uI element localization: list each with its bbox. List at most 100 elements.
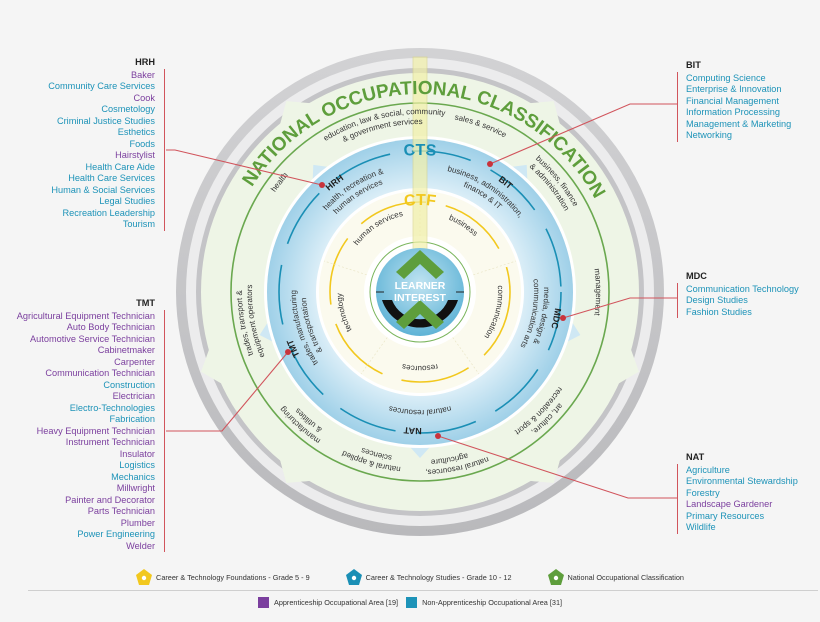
legend-apprenticeship: Apprenticeship Occupational Area [19] xyxy=(257,597,399,608)
occupation-item[interactable]: Financial Management xyxy=(686,95,779,106)
callout-bit xyxy=(489,103,677,165)
occupation-item[interactable]: Esthetics xyxy=(117,127,155,137)
list-title: TMT xyxy=(136,298,155,308)
center-label-line2: INTEREST xyxy=(394,292,447,304)
occupation-item[interactable]: Baker xyxy=(130,69,155,80)
list-title: NAT xyxy=(686,452,705,462)
program-legend: Career & Technology Foundations - Grade … xyxy=(0,569,820,585)
occupation-item[interactable]: Landscape Gardener xyxy=(686,499,773,509)
occupation-item[interactable]: Cosmetology xyxy=(101,104,155,114)
occupation-item[interactable]: Fabrication xyxy=(109,414,155,424)
cts-nat-code: NAT xyxy=(403,425,422,436)
occupation-item[interactable]: Cook xyxy=(133,92,155,103)
cts-nat: natural resources xyxy=(388,404,453,417)
occupation-item[interactable]: Primary Resources xyxy=(686,510,765,521)
list-bracket xyxy=(677,283,678,318)
list-bracket xyxy=(677,72,678,142)
occupation-item[interactable]: Fashion Studies xyxy=(686,306,752,317)
occupation-item[interactable]: Wildlife xyxy=(686,522,716,532)
occupation-item[interactable]: Cabinetmaker xyxy=(97,345,155,355)
occupation-item[interactable]: Management & Marketing xyxy=(686,118,792,129)
occupation-item[interactable]: Human & Social Services xyxy=(51,184,155,195)
yellow-pentagon-icon xyxy=(136,569,153,585)
cts-title: CTS xyxy=(403,142,437,160)
occupation-item[interactable]: Parts Technician xyxy=(87,506,155,516)
legend-ctf: Career & Technology Foundations - Grade … xyxy=(136,569,310,585)
occupation-item[interactable]: Electro-Technologies xyxy=(69,402,155,413)
legend-divider xyxy=(28,590,818,591)
list-title: MDC xyxy=(686,271,707,281)
ctf-resources: resources xyxy=(401,362,439,373)
list-bracket xyxy=(164,310,165,552)
occupation-item[interactable]: Welder xyxy=(126,540,155,551)
blue-swatch xyxy=(406,597,418,608)
pointer-triangle xyxy=(201,348,223,385)
occupation-item[interactable]: Community Care Services xyxy=(48,81,155,91)
occupation-item[interactable]: Plumber xyxy=(120,517,155,528)
occupation-item[interactable]: Auto Body Technician xyxy=(66,322,155,332)
occupation-item[interactable]: Millwright xyxy=(116,483,155,493)
occupation-item[interactable]: Hairstylist xyxy=(115,150,155,160)
occupation-item[interactable]: Instrument Technician xyxy=(65,437,155,447)
legend-non-apprenticeship: Non-Apprenticeship Occupational Area [31… xyxy=(406,597,562,608)
callout-hrh xyxy=(166,149,323,186)
chevron-up-lower-icon xyxy=(396,300,444,329)
occupation-item[interactable]: Carpenter xyxy=(114,356,155,367)
occupation-item[interactable]: Automotive Service Technician xyxy=(30,333,155,344)
occupation-item[interactable]: Mechanics xyxy=(111,471,155,482)
occupation-item[interactable]: Logistics xyxy=(119,460,155,470)
occupation-item[interactable]: Criminal Justice Studies xyxy=(56,115,155,126)
occupation-item[interactable]: Construction xyxy=(103,379,155,390)
occupation-item[interactable]: Heavy Equipment Technician xyxy=(36,425,155,436)
mdc-dot xyxy=(560,315,566,321)
cts-nat-text: natural resources xyxy=(388,404,453,417)
occupation-item[interactable]: Communication Technician xyxy=(45,368,155,378)
pointer-triangle xyxy=(529,101,561,126)
occupation-item[interactable]: Agricultural Equipment Technician xyxy=(16,310,155,321)
occupation-item[interactable]: Networking xyxy=(686,130,732,140)
green-pentagon-icon xyxy=(547,569,564,585)
callout-tmt xyxy=(166,351,289,432)
occupation-item[interactable]: Enterprise & Innovation xyxy=(686,84,782,94)
ctf-resources-text: resources xyxy=(401,362,439,373)
ctf-title-text: CTF xyxy=(403,192,437,210)
callout-nat xyxy=(437,435,677,499)
occupation-item[interactable]: Insulator xyxy=(119,448,155,459)
cts-mdc-code: MDC xyxy=(549,308,563,331)
cts-mdc-code-text: MDC xyxy=(549,308,563,331)
occupation-item[interactable]: Agriculture xyxy=(686,464,730,475)
legend-non-apprenticeship-label: Non-Apprenticeship Occupational Area [31… xyxy=(422,598,563,607)
occupation-item[interactable]: Information Processing xyxy=(686,107,780,117)
tmt-dot xyxy=(285,349,291,355)
occupation-item[interactable]: Health Care Services xyxy=(68,173,155,183)
learner-interest-badge: LEARNER INTEREST xyxy=(376,248,464,336)
legend-apprenticeship-label: Apprenticeship Occupational Area [19] xyxy=(273,598,399,607)
legend-cts-label: Career & Technology Studies - Grade 10 -… xyxy=(365,572,512,582)
occupation-item[interactable]: Computing Science xyxy=(686,72,766,83)
occupation-item[interactable]: Health Care Aide xyxy=(85,161,155,172)
occupation-item[interactable]: Tourism xyxy=(122,219,155,229)
purple-swatch xyxy=(257,597,269,608)
occupation-item[interactable]: Power Engineering xyxy=(77,529,155,539)
occupation-item[interactable]: Design Studies xyxy=(686,295,748,305)
occupation-item[interactable]: Electrician xyxy=(112,391,155,401)
legend-cts: Career & Technology Studies - Grade 10 -… xyxy=(345,569,512,585)
occupation-item[interactable]: Communication Technology xyxy=(686,283,799,294)
occupation-item[interactable]: Painter and Decorator xyxy=(65,494,155,505)
callout-dots xyxy=(285,161,566,439)
legend-noc: National Occupational Classification xyxy=(547,569,684,585)
occupation-item[interactable]: Foods xyxy=(129,138,155,149)
cts-title-text: CTS xyxy=(403,142,437,160)
blue-pentagon-icon xyxy=(345,569,362,585)
occupation-type-legend: Apprenticeship Occupational Area [19] No… xyxy=(0,597,820,608)
list-bracket xyxy=(677,464,678,534)
occupation-item[interactable]: Recreation Leadership xyxy=(62,207,155,218)
occupation-item[interactable]: Forestry xyxy=(686,487,720,498)
occupation-item[interactable]: Environmental Stewardship xyxy=(686,476,798,486)
callout-mdc xyxy=(562,297,677,319)
occupation-item[interactable]: Legal Studies xyxy=(99,196,155,206)
